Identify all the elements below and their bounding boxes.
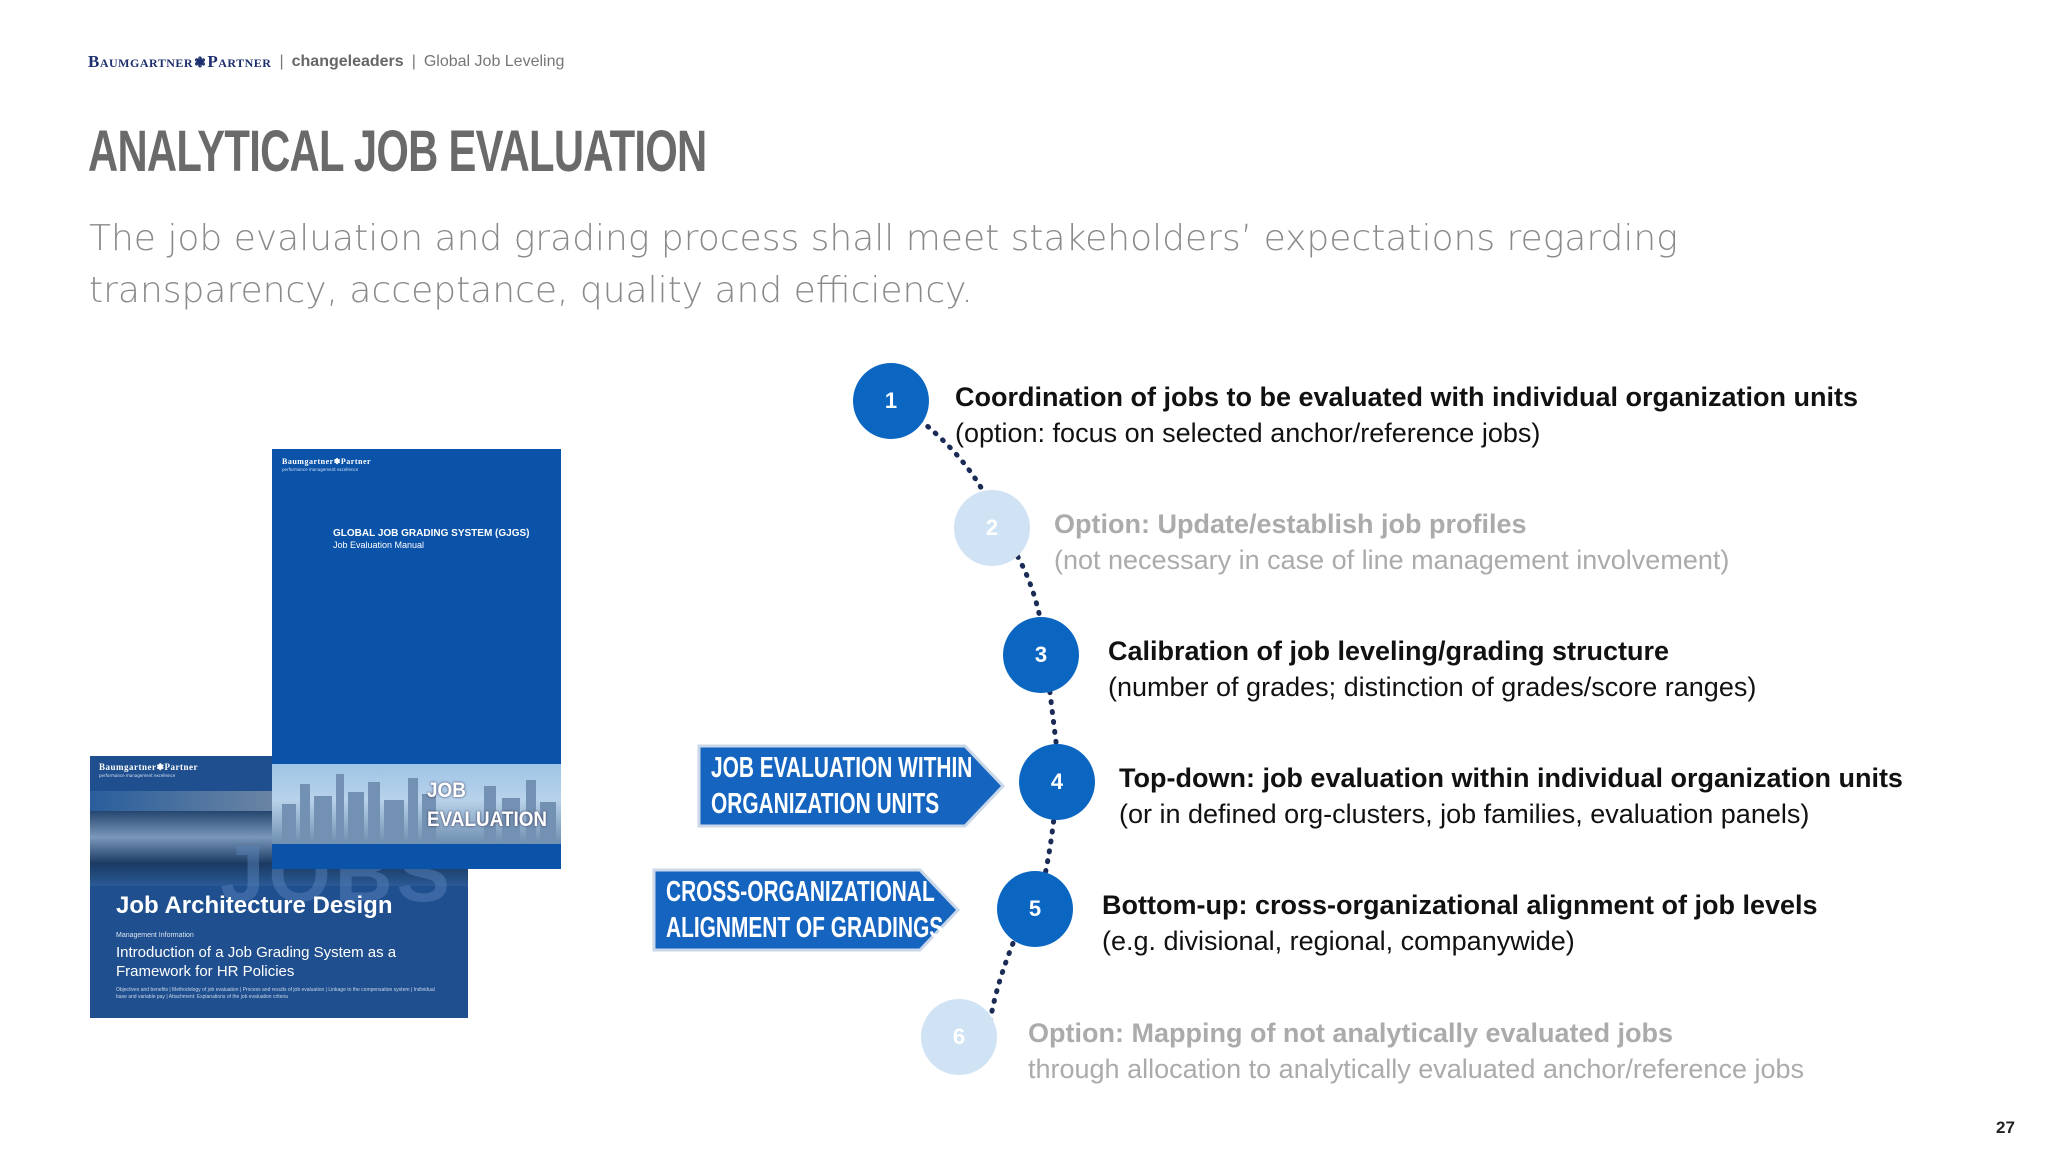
step-5-number-circle: 5	[997, 871, 1073, 947]
cover-fine-print: Objectives and benefits | Methodology of…	[116, 987, 435, 1000]
page-number: 27	[1996, 1118, 2015, 1137]
cover-title: GLOBAL JOB GRADING SYSTEM (GJGS)	[333, 528, 530, 539]
arrow-job-evaluation-within-units: JOB EVALUATION WITHIN ORGANIZATION UNITS	[697, 744, 1007, 828]
book-cover-gjgs-manual: Baumgartner❃Partner performance manageme…	[272, 449, 561, 869]
cover-tag: JOB EVALUATION	[427, 779, 548, 831]
step-4-number-circle: 4	[1019, 744, 1095, 820]
cover-heading: Job Architecture Design	[116, 892, 393, 919]
header-bar: Baumgartner❃Partner | changeleaders | Gl…	[88, 51, 564, 73]
arrow-shape	[697, 744, 1006, 828]
cover-logo: Baumgartner❃Partner	[282, 457, 372, 466]
step-5-text: Bottom-up: cross-organizational alignmen…	[1102, 890, 1818, 956]
step-2-number-circle: 2	[954, 490, 1030, 566]
arrow-label: JOB EVALUATION WITHIN ORGANIZATION UNITS	[711, 752, 973, 820]
step-1-text: Coordination of jobs to be evaluated wit…	[955, 382, 1859, 448]
cover-logo-sub: performance management excellence	[282, 467, 359, 472]
step-6-text: Option: Mapping of not analytically eval…	[1028, 1018, 1804, 1084]
step-6-number-circle: 6	[921, 999, 997, 1075]
step-3-number-circle: 3	[1003, 617, 1079, 693]
step-3-text: Calibration of job leveling/grading stru…	[1108, 636, 1757, 702]
header-separator: |	[279, 53, 284, 70]
city-skyline-image	[272, 764, 561, 844]
arrow-label: CROSS-ORGANIZATIONAL ALIGNMENT OF GRADIN…	[666, 876, 944, 944]
header-separator: |	[411, 53, 416, 70]
cover-logo: Baumgartner❃Partner	[99, 762, 199, 772]
step-2-text: Option: Update/establish job profiles (n…	[1054, 509, 1730, 575]
page-subtitle: The job evaluation and grading process s…	[89, 218, 1678, 311]
cover-meta: Management Information	[116, 932, 194, 939]
cover-logo-sub: performance management excellence	[99, 773, 176, 778]
changeleaders-label: changeleaders	[291, 53, 404, 70]
section-label: Global Job Leveling	[423, 53, 565, 70]
step-4-text: Top-down: job evaluation within individu…	[1119, 763, 1903, 829]
page-title: ANALYTICAL JOB EVALUATION	[88, 119, 707, 184]
brand-logo: Baumgartner❃Partner	[88, 52, 272, 71]
cover-subtitle: Job Evaluation Manual	[333, 540, 425, 550]
arrow-shape	[652, 868, 961, 952]
arrow-cross-organizational-alignment: CROSS-ORGANIZATIONAL ALIGNMENT OF GRADIN…	[652, 868, 962, 952]
step-1-number-circle: 1	[853, 363, 929, 439]
cover-description: Introduction of a Job Grading System as …	[116, 944, 397, 980]
